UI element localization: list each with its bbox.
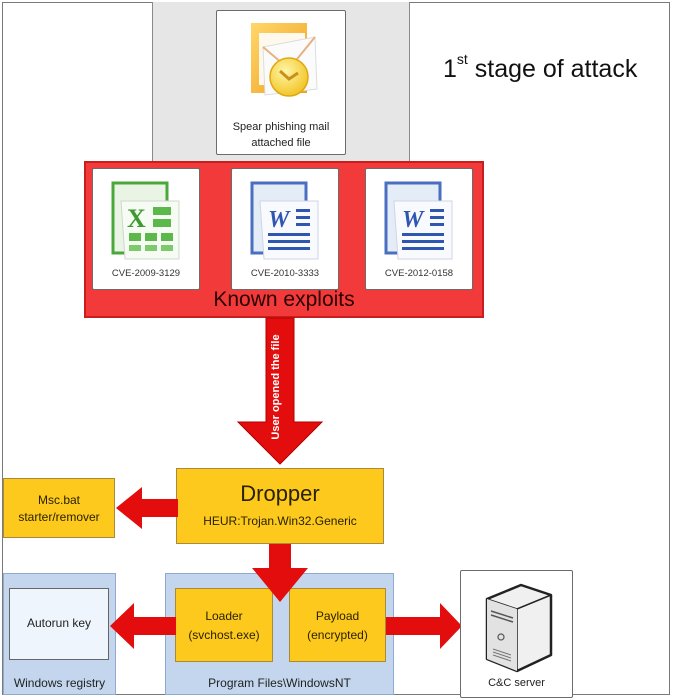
cc-server-label: C&C server: [488, 677, 545, 689]
user-opened-label: User opened the file: [266, 322, 286, 452]
title-text: stage of attack: [467, 55, 638, 83]
down-arrow-user-opened: [236, 317, 324, 465]
loader-line2: (svchost.exe): [188, 628, 260, 642]
exploit-card-word-2010: W CVE-2010-3333: [231, 168, 339, 290]
msc-line2: starter/remover: [18, 510, 100, 524]
dropper-detection: HEUR:Trojan.Win32.Generic: [203, 514, 357, 528]
msc-line1: Msc.bat: [37, 493, 80, 507]
exploit-card-excel: X CVE-2009-3129: [92, 168, 200, 290]
exploit-card-word-2012: W CVE-2012-0158: [365, 168, 473, 290]
word-document-icon: W: [250, 181, 319, 260]
exploit-label: CVE-2012-0158: [384, 268, 454, 279]
title-number: 1: [443, 55, 457, 83]
program-files-label: Program Files\WindowsNT: [208, 676, 351, 690]
server-icon: [485, 583, 553, 673]
windows-registry-label: Windows registry: [13, 676, 106, 690]
spear-phishing-line2: attached file: [251, 137, 311, 149]
word-document-icon: W: [384, 181, 453, 260]
loader-box: Loader (svchost.exe): [175, 588, 273, 662]
spear-phishing-label: Spear phishing mail attached file: [217, 119, 345, 151]
spear-phishing-line1: Spear phishing mail: [232, 121, 330, 133]
left-arrow-to-msc: [116, 487, 178, 529]
outlook-mail-icon: [251, 23, 318, 97]
dropper-title: Dropper: [240, 481, 320, 506]
svg-text:W: W: [268, 207, 291, 233]
left-arrow-to-autorun: [110, 603, 176, 649]
exploit-label: CVE-2010-3333: [250, 268, 320, 279]
dropper-box: Dropper HEUR:Trojan.Win32.Generic: [176, 468, 384, 544]
right-arrow-to-cc-server: [386, 603, 462, 649]
excel-document-icon: X: [111, 181, 180, 260]
loader-line1: Loader: [205, 609, 243, 623]
title-ordinal-suffix: st: [456, 51, 468, 67]
down-arrow-to-program-files: [252, 544, 308, 602]
payload-line1: Payload: [315, 609, 360, 623]
known-exploits-label: Known exploits: [213, 288, 355, 311]
autorun-key-box: Autorun key: [9, 588, 109, 660]
spear-phishing-card: Spear phishing mail attached file: [216, 10, 346, 155]
cc-server-card: C&C server: [460, 570, 573, 698]
svg-text:X: X: [127, 204, 146, 233]
payload-line2: (encrypted): [307, 628, 368, 642]
svg-text:W: W: [402, 207, 425, 233]
exploit-label: CVE-2009-3129: [111, 268, 181, 279]
user-opened-text: User opened the file: [270, 334, 282, 440]
msc-bat-box: Msc.bat starter/remover: [3, 478, 115, 538]
payload-box: Payload (encrypted): [289, 588, 386, 662]
diagram-title: 1st stage of attack: [443, 51, 638, 84]
